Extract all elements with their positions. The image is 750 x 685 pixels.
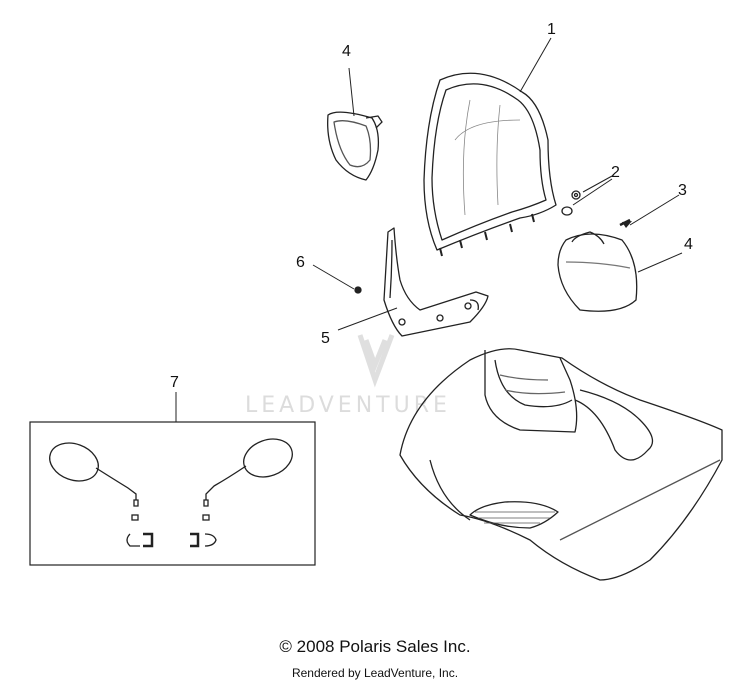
leadventure-watermark: LEADVENTURE [245,334,451,418]
screw-arrowhead [622,221,632,228]
kit-mirror-left [49,442,139,521]
kit-clamp-left [126,532,154,548]
callout-6: 6 [296,254,305,271]
mirror-kit-box [29,421,316,566]
callout-2: 2 [611,164,620,181]
watermark-text: LEADVENTURE [245,393,451,418]
callout-7: 7 [170,374,179,391]
leader-lines [175,37,683,422]
windshield-part [423,72,557,257]
bolt-hardware [354,286,362,294]
callout-4-upper: 4 [342,43,351,60]
callout-1: 1 [547,21,556,38]
kit-mirror-right [202,438,293,521]
mirror-housing-left [327,111,383,181]
washer-hardware [561,190,581,216]
copyright-text: © 2008 Polaris Sales Inc. [279,637,471,656]
trim-bracket [383,227,489,337]
rendered-by-text: Rendered by LeadVenture, Inc. [291,666,459,680]
callout-3: 3 [678,182,687,199]
vehicle-hood [399,348,723,581]
callout-4-right: 4 [684,236,693,253]
callout-5: 5 [321,330,330,347]
kit-clamp-right [190,532,217,548]
mirror-housing-right [557,231,638,312]
